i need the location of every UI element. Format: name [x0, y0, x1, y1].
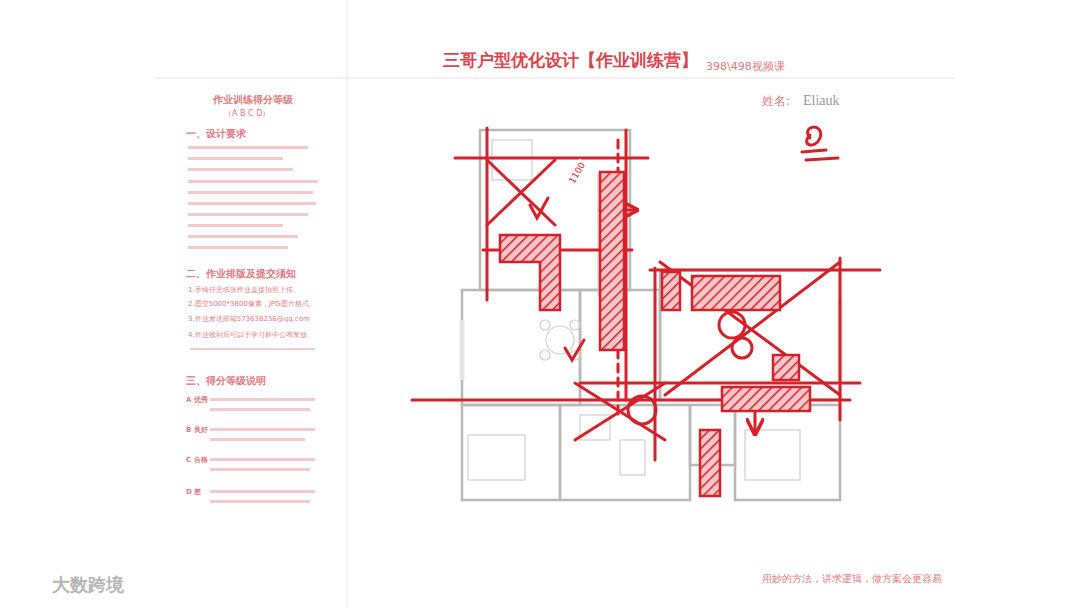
grade-item: D 差 — [186, 488, 201, 496]
note-line: 4.作业收到后可以于学习群中公布发放。 — [188, 331, 314, 339]
course-tag: 398\498视频课 — [706, 60, 785, 73]
grade-item: C 合格 — [186, 456, 208, 464]
name-label: 姓名: — [762, 94, 790, 108]
student-name: Eliauk — [803, 93, 840, 110]
grade-scale: （A B C D） — [224, 109, 270, 119]
section-heading: 三、得分等级说明 — [186, 375, 266, 387]
note-line: 1.手绘任意纸张作业直接拍照上传。 — [188, 286, 300, 294]
section-heading: 二、作业排版及提交须知 — [186, 268, 296, 280]
grade-heading: 作业训练得分等级 — [213, 94, 293, 106]
note-line: 2.图交5000*3800像素，JPG图片格式。 — [188, 300, 316, 308]
note-line: 3.作业发送邮箱573638236@qq.com — [188, 315, 310, 323]
grade-item: B 良好 — [186, 426, 208, 434]
grade-item: A 优秀 — [186, 396, 208, 404]
sheet-slogan: 用妙的方法，讲求逻辑，做方案会更容易 — [762, 573, 942, 585]
watermark: 大数跨境 — [52, 574, 124, 596]
section-heading: 一、设计要求 — [186, 128, 246, 140]
dimension: 1100 — [566, 159, 589, 188]
sheet-title: 三哥户型优化设计【作业训练营】 — [443, 50, 698, 70]
